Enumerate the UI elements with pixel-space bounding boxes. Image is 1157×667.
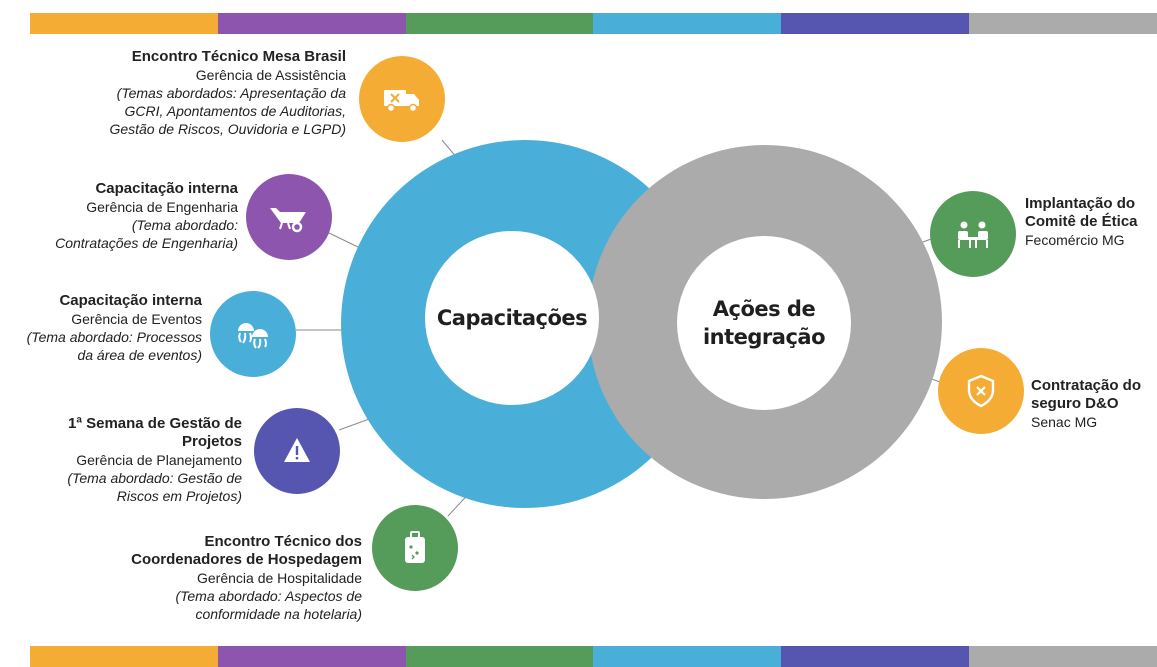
item-comite-etica-icon-circle bbox=[930, 191, 1016, 277]
item-eventos-icon-circle bbox=[210, 291, 296, 377]
top-color-stripe bbox=[30, 13, 1157, 34]
item-mesa-brasil-icon-circle bbox=[359, 56, 445, 142]
jellyfish-icon bbox=[238, 323, 268, 349]
item-subtitle: Gerência de Hospitalidade bbox=[197, 570, 362, 586]
item-title: Implantação do Comitê de Ética bbox=[1025, 195, 1138, 230]
item-note: (Temas abordados: Apresentação da GCRI, … bbox=[109, 85, 346, 137]
stripe-segment-green bbox=[405, 646, 594, 667]
bottom-color-stripe bbox=[30, 646, 1157, 667]
item-note: (Tema abordado: Processos da área de eve… bbox=[26, 329, 202, 363]
stripe-segment-blue bbox=[593, 13, 782, 34]
item-planejamento-icon-circle bbox=[254, 408, 340, 494]
item-eventos-text: Capacitação interna Gerência de Eventos … bbox=[2, 292, 202, 364]
stripe-segment-gray bbox=[969, 646, 1157, 667]
item-note: (Tema abordado: Aspectos de conformidade… bbox=[175, 588, 362, 622]
luggage-icon bbox=[405, 531, 425, 563]
item-subtitle: Fecomércio MG bbox=[1025, 232, 1125, 248]
stripe-segment-blue bbox=[593, 646, 782, 667]
wheelbarrow-icon bbox=[270, 208, 306, 233]
item-subtitle: Gerência de Engenharia bbox=[86, 199, 238, 215]
meeting-icon bbox=[958, 221, 988, 248]
stripe-segment-purple bbox=[217, 13, 406, 34]
item-engenharia-text: Capacitação interna Gerência de Engenhar… bbox=[8, 180, 238, 252]
capacitacoes-label: Capacitações bbox=[436, 306, 588, 330]
item-hospitalidade-text: Encontro Técnico dos Coordenadores de Ho… bbox=[82, 533, 362, 623]
item-title: Encontro Técnico dos Coordenadores de Ho… bbox=[131, 533, 362, 568]
item-subtitle: Gerência de Planejamento bbox=[76, 452, 242, 468]
item-title: Capacitação interna bbox=[95, 180, 238, 197]
item-title: Contratação do seguro D&O bbox=[1031, 377, 1142, 412]
item-note: (Tema abordado: Contratações de Engenhar… bbox=[55, 217, 238, 251]
item-comite-etica-text: Implantação do Comitê de Ética Fecomérci… bbox=[1025, 195, 1155, 249]
item-note: (Tema abordado: Gestão de Riscos em Proj… bbox=[67, 470, 242, 504]
stripe-segment-green bbox=[405, 13, 594, 34]
stripe-segment-indigo bbox=[781, 646, 970, 667]
item-title: 1ª Semana de Gestão de Projetos bbox=[68, 415, 242, 450]
stripe-segment-indigo bbox=[781, 13, 970, 34]
warning-icon bbox=[284, 438, 310, 462]
item-title: Capacitação interna bbox=[59, 292, 202, 309]
acoes-integracao-label: Ações de integração bbox=[702, 297, 826, 349]
stripe-segment-gray bbox=[969, 13, 1157, 34]
item-engenharia-icon-circle bbox=[246, 174, 332, 260]
stripe-segment-orange bbox=[30, 13, 218, 34]
item-subtitle: Gerência de Eventos bbox=[71, 311, 202, 327]
item-subtitle: Gerência de Assistência bbox=[195, 67, 346, 83]
item-seguro-do-icon-circle bbox=[938, 348, 1024, 434]
capacitacoes-center: Capacitações bbox=[425, 231, 599, 405]
shield-icon bbox=[967, 374, 995, 408]
stripe-segment-orange bbox=[30, 646, 218, 667]
delivery-truck-icon bbox=[384, 90, 419, 113]
item-planejamento-text: 1ª Semana de Gestão de Projetos Gerência… bbox=[22, 415, 242, 505]
item-subtitle: Senac MG bbox=[1031, 414, 1098, 430]
item-mesa-brasil-text: Encontro Técnico Mesa Brasil Gerência de… bbox=[16, 48, 346, 138]
acoes-integracao-center: Ações de integração bbox=[677, 236, 851, 410]
item-title: Encontro Técnico Mesa Brasil bbox=[131, 48, 346, 65]
item-seguro-do-text: Contratação do seguro D&O Senac MG bbox=[1031, 377, 1156, 431]
stripe-segment-purple bbox=[217, 646, 406, 667]
item-hospitalidade-icon-circle bbox=[372, 505, 458, 591]
